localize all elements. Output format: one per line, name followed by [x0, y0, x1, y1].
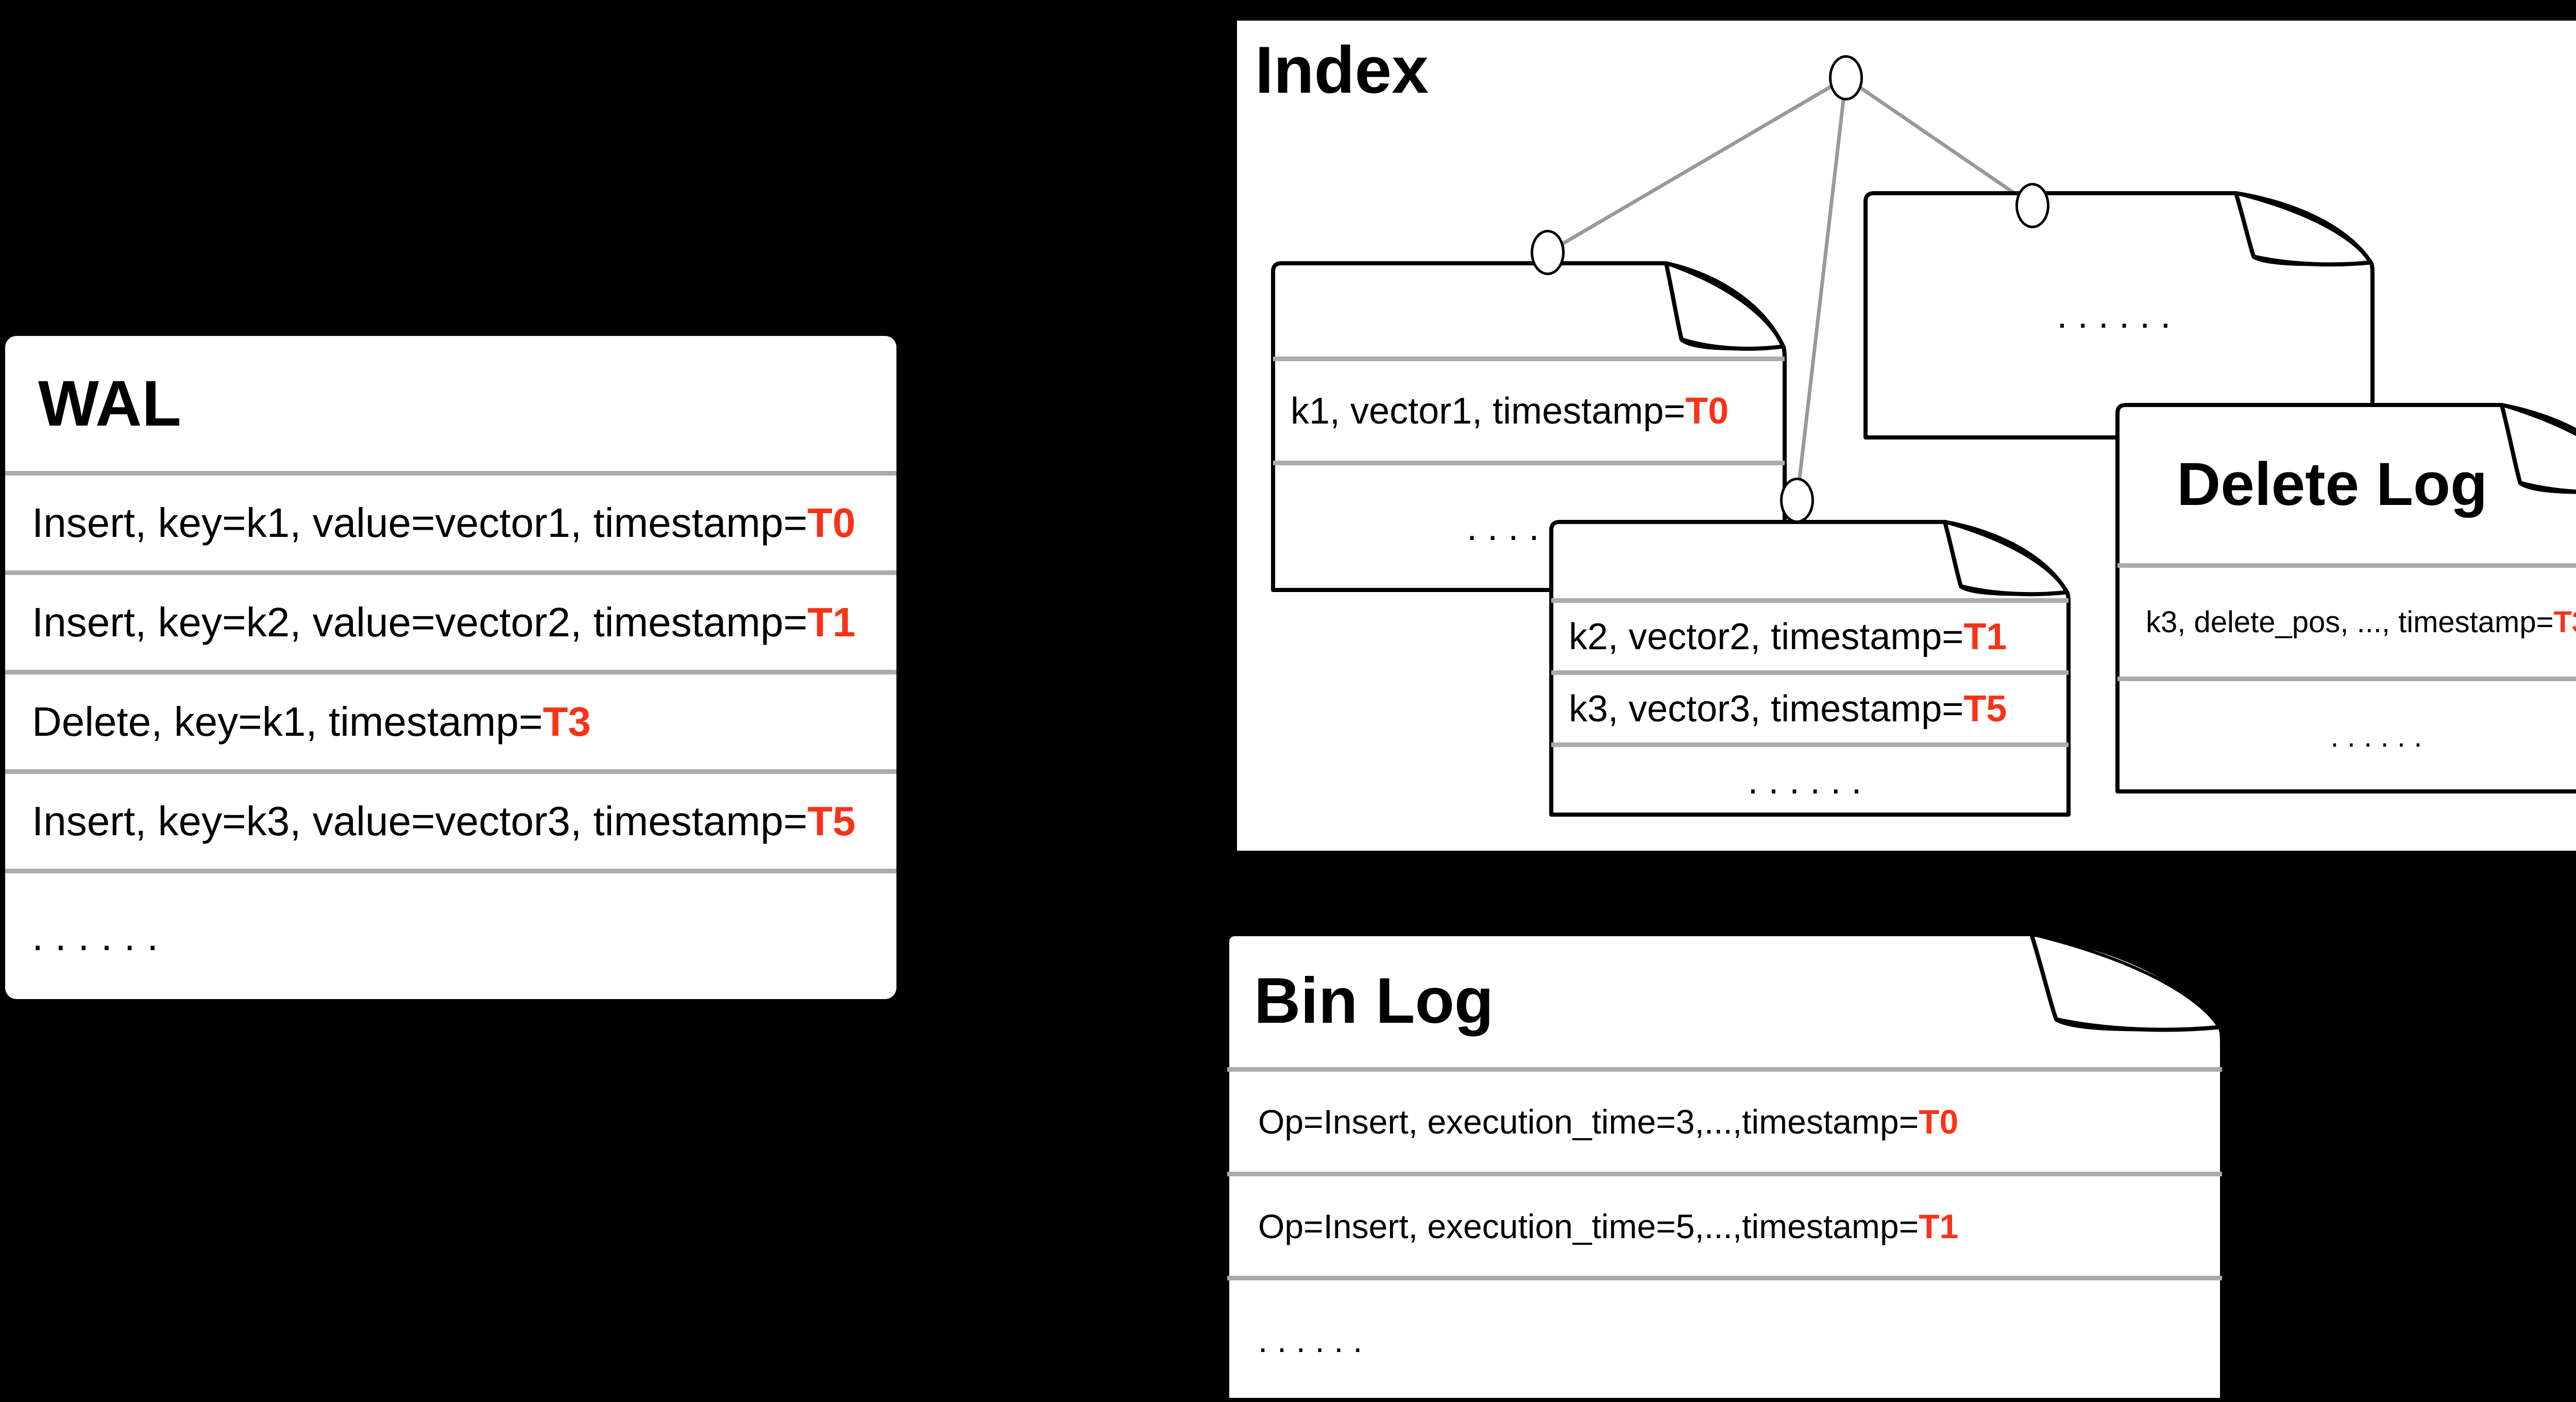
wal-panel: WAL Insert, key=k1, value=vector1, times…: [5, 336, 896, 999]
wal-title: WAL: [38, 367, 181, 440]
wal-entry-more: ......: [5, 869, 896, 999]
binlog-entry-1-text: Op=Insert, execution_time=3,...,timestam…: [1258, 1103, 1919, 1141]
binlog-entry-2: Op=Insert, execution_time=5,...,timestam…: [1227, 1172, 2222, 1276]
wal-entry-1-timestamp: T0: [807, 500, 856, 546]
delete-log-entry-1-timestamp: T3: [2553, 605, 2576, 639]
segment2-entry-more: ......: [1551, 742, 2069, 815]
index-segment-doc-more: ......: [1863, 191, 2375, 440]
delete-log-entry-more: ......: [2117, 677, 2576, 791]
wal-entry-3: Delete, key=k1, timestamp=T3: [5, 670, 896, 769]
segment2-entry-more-text: ......: [1748, 760, 1872, 802]
segment2-entry-2: k3, vector3, timestamp=T5: [1551, 670, 2069, 742]
binlog-entry-1-timestamp: T0: [1919, 1103, 1959, 1141]
index-segment-doc-2: k2, vector2, timestamp=T1 k3, vector3, t…: [1549, 520, 2071, 817]
index-segment-doc-1: k1, vector1, timestamp=T0 ......: [1271, 261, 1787, 592]
segment1-header: [1273, 263, 1785, 357]
binlog-title-area: Bin Log: [1227, 934, 2222, 1067]
segment2-entry-1-timestamp: T1: [1963, 616, 2007, 657]
segment-more-label: ......: [1866, 193, 2372, 437]
tree-node-segment2: [1780, 478, 1814, 523]
segment2-entry-2-text: k3, vector3, timestamp=: [1569, 688, 1964, 730]
folded-document-shape: [1271, 261, 1787, 592]
wal-entry-3-timestamp: T3: [543, 699, 591, 745]
folded-document-shape: [1549, 520, 2071, 817]
wal-entry-more-text: ......: [32, 913, 170, 959]
folded-document-shape: [2115, 403, 2576, 793]
wal-entry-2-timestamp: T1: [807, 599, 856, 645]
tree-node-segment-more: [2015, 183, 2049, 228]
tree-node-root: [1829, 55, 1863, 100]
segment1-entry-1-text: k1, vector1, timestamp=: [1291, 390, 1686, 432]
segment2-header: [1551, 522, 2069, 598]
folded-document-shape: [1863, 191, 2375, 440]
wal-entry-2: Insert, key=k2, value=vector2, timestamp…: [5, 570, 896, 670]
segment1-entry-1-timestamp: T0: [1685, 390, 1729, 432]
segment-more-text: ......: [2057, 295, 2181, 336]
delete-log-entry-more-text: ......: [2330, 719, 2431, 753]
wal-entry-4: Insert, key=k3, value=vector3, timestamp…: [5, 769, 896, 869]
wal-entry-3-text: Delete, key=k1, timestamp=: [32, 699, 543, 745]
delete-log-title: Delete Log: [2177, 450, 2488, 518]
wal-entry-2-text: Insert, key=k2, value=vector2, timestamp…: [32, 599, 808, 645]
delete-log-entry-1: k3, delete_pos, ..., timestamp=T3: [2117, 563, 2576, 677]
folded-document-shape: [1225, 932, 2224, 1402]
tree-node-segment1: [1531, 230, 1565, 275]
binlog-title: Bin Log: [1254, 965, 1494, 1037]
index-panel: Index k1, vector1, timestamp=T0 ...... .…: [1231, 14, 2576, 857]
segment1-entry-1: k1, vector1, timestamp=T0: [1273, 357, 1785, 461]
segment2-entry-1: k2, vector2, timestamp=T1: [1551, 598, 2069, 670]
wal-entry-1: Insert, key=k1, value=vector1, timestamp…: [5, 471, 896, 570]
index-tree-edges: [1547, 76, 2033, 501]
wal-entry-4-timestamp: T5: [807, 798, 856, 844]
binlog-entry-2-text: Op=Insert, execution_time=5,...,timestam…: [1258, 1207, 1919, 1245]
delete-log-title-area: Delete Log: [2117, 405, 2576, 563]
index-title: Index: [1255, 33, 1429, 107]
delete-log-entry-1-text: k3, delete_pos, ..., timestamp=: [2146, 605, 2554, 639]
binlog-panel: Bin Log Op=Insert, execution_time=3,...,…: [1225, 932, 2224, 1402]
wal-entry-1-text: Insert, key=k1, value=vector1, timestamp…: [32, 500, 808, 546]
binlog-entry-1: Op=Insert, execution_time=3,...,timestam…: [1227, 1067, 2222, 1172]
wal-entry-4-text: Insert, key=k3, value=vector3, timestamp…: [32, 798, 808, 844]
binlog-entry-2-timestamp: T1: [1919, 1207, 1959, 1245]
delete-log-panel: Delete Log k3, delete_pos, ..., timestam…: [2115, 403, 2576, 793]
segment2-entry-2-timestamp: T5: [1963, 688, 2007, 730]
binlog-entry-more: ......: [1227, 1276, 2222, 1400]
binlog-entry-more-text: ......: [1258, 1321, 1372, 1359]
segment2-entry-1-text: k2, vector2, timestamp=: [1569, 616, 1964, 657]
